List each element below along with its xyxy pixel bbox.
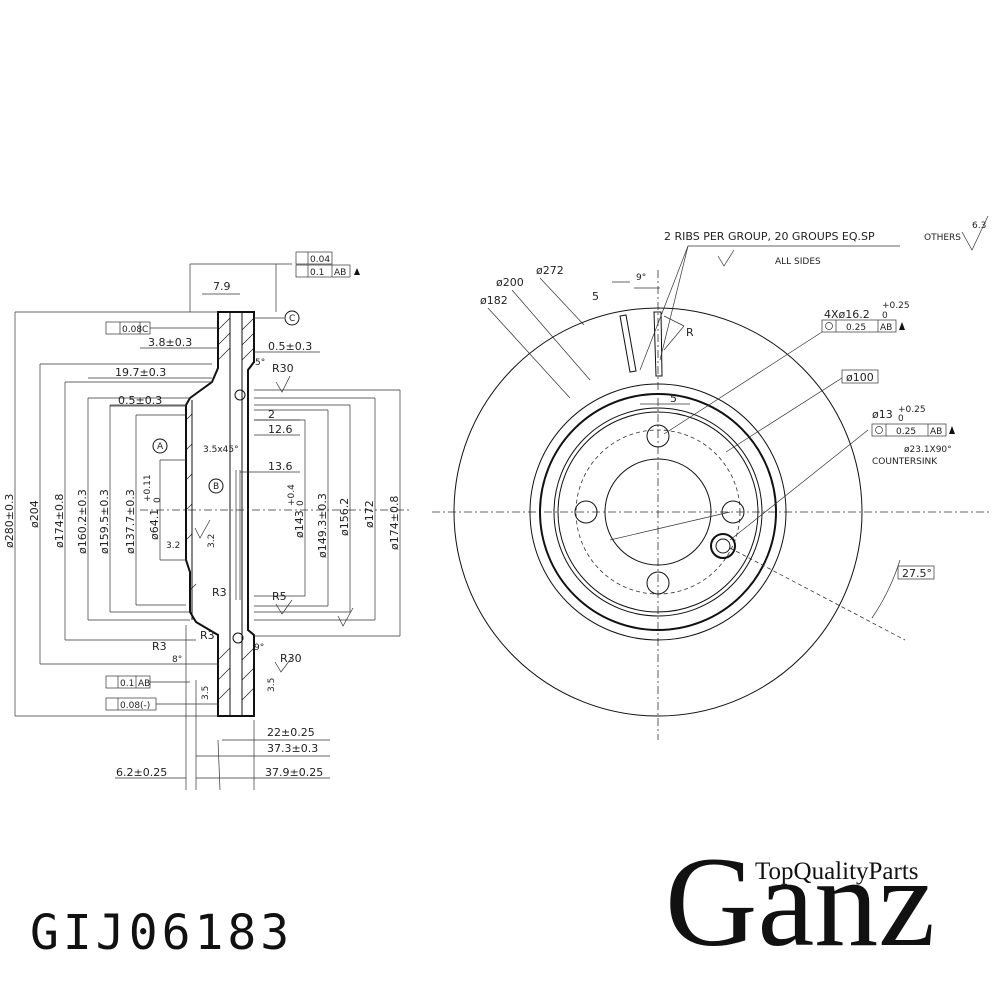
tol-frame-holes: 0.25 AB — [821, 319, 905, 333]
dim-d272: ø272 — [536, 264, 564, 277]
dim-r3a: R3 — [212, 586, 227, 599]
dim-d143-tol0: 0 — [296, 500, 306, 506]
dim-ang9-face: 9° — [636, 273, 646, 283]
tol-holes-ref: AB — [880, 323, 892, 333]
tol-runout-top: 0.1 — [310, 268, 324, 278]
tol-runout-top-ref: AB — [334, 268, 346, 278]
dim-w5b: 5 — [670, 392, 677, 405]
dim-d204: ø204 — [28, 500, 41, 528]
datum-c: C — [289, 314, 295, 324]
dim-r3b: R3 — [200, 629, 215, 642]
dim-d143-tol: +0.4 — [287, 484, 297, 506]
dim-w373: 37.3±0.3 — [267, 742, 318, 755]
face-view: 2 RIBS PER GROUP, 20 GROUPS EQ.SP ALL SI… — [432, 215, 990, 740]
note-all-sides: ALL SIDES — [775, 257, 821, 267]
tol-frame-top: 0.04 0.1 AB — [295, 251, 360, 278]
brand-logo: Ganz — [665, 831, 936, 973]
rough-35a: 3.5 — [201, 686, 211, 700]
tol-holes-pos: 0.25 — [846, 323, 866, 333]
dim-d182: ø182 — [480, 294, 508, 307]
dim-w79: 7.9 — [213, 280, 231, 293]
dim-ang275: 27.5° — [902, 567, 932, 580]
dim-w05b: 0.5±0.3 — [118, 394, 162, 407]
dim-w22: 22±0.25 — [267, 726, 315, 739]
tol-flat-bot: 0.08(-) — [120, 701, 150, 711]
tol-parallel-ref: C — [142, 325, 148, 335]
note-countersink: COUNTERSINK — [872, 457, 938, 467]
dim-d160: ø160.2±0.3 — [76, 489, 89, 554]
dim-holes: 4Xø16.2 — [824, 308, 870, 321]
dim-w126: 12.6 — [268, 423, 293, 436]
dim-d159: ø159.5±0.3 — [98, 489, 111, 554]
bolt-hole-right — [721, 500, 745, 524]
dim-r30a: R30 — [272, 362, 294, 375]
dim-w62: 6.2±0.25 — [116, 766, 167, 779]
dim-w38: 3.8±0.3 — [148, 336, 192, 349]
tol-runout-bot-ref: AB — [138, 679, 150, 689]
dim-d174-left: ø174±0.8 — [53, 494, 66, 548]
tol-hole13-pos: 0.25 — [896, 427, 916, 437]
rough-32b: 3.2 — [207, 534, 217, 548]
dim-d149: ø149.3±0.3 — [316, 493, 329, 558]
dim-w197: 19.7±0.3 — [115, 366, 166, 379]
dim-d100: ø100 — [846, 371, 874, 384]
note-others: OTHERS — [924, 233, 961, 243]
note-others-val: 6.3 — [972, 221, 986, 231]
dim-d280: ø280±0.3 — [3, 494, 16, 548]
dim-ang9: 9° — [254, 643, 264, 653]
tol-runout-bot: 0.1 — [120, 679, 134, 689]
dim-ch35: 3.5x45° — [203, 445, 239, 455]
dim-d174-right: ø174±0.8 — [388, 496, 401, 550]
dim-d64-tol0: 0 — [153, 497, 163, 503]
disc-outer-edge — [453, 307, 863, 717]
rough-32a: 3.2 — [166, 541, 180, 551]
tol-hole13-ref: AB — [930, 427, 942, 437]
dim-hole13-tol0: 0 — [898, 414, 904, 424]
note-countersink-dim: ø23.1X90° — [904, 445, 952, 455]
dim-w05a: 0.5±0.3 — [268, 340, 312, 353]
part-number: GIJ06183 — [30, 905, 294, 961]
dim-w2: 2 — [268, 408, 275, 421]
section-view: ø280±0.3 ø204 ø174±0.8 ø160.2±0.3 ø159.5… — [3, 251, 410, 791]
dim-d143: ø143 — [293, 510, 306, 538]
dim-r3c: R3 — [152, 640, 167, 653]
tol-frame-parallel: 0.08 C — [105, 321, 218, 335]
dim-r5: R5 — [272, 590, 287, 603]
brand-tagline: TopQualityParts — [755, 858, 919, 885]
dim-r: R — [686, 326, 694, 339]
dim-d64-tol: +0.11 — [143, 474, 153, 502]
tol-parallel: 0.08 — [122, 325, 142, 335]
bolt-hole-top — [646, 424, 670, 448]
dim-hole13-tol: +0.25 — [898, 405, 926, 415]
note-ribs: 2 RIBS PER GROUP, 20 GROUPS EQ.SP — [664, 230, 875, 243]
locating-hole — [710, 533, 736, 559]
rough-35b: 3.5 — [267, 678, 277, 692]
dim-w5a: 5 — [592, 290, 599, 303]
datum-b: B — [213, 482, 219, 492]
dim-holes-tol: +0.25 — [882, 301, 910, 311]
dim-holes-tol0: 0 — [882, 311, 888, 321]
tol-flat-top: 0.04 — [310, 255, 330, 265]
dim-d200: ø200 — [496, 276, 524, 289]
tol-frame-bottom: 0.1 AB 0.08(-) — [105, 675, 218, 711]
vent-ribs — [612, 281, 663, 377]
dim-hole13: ø13 — [872, 408, 893, 421]
dim-d64: ø64.1 — [148, 509, 161, 540]
dim-d137: ø137.7±0.3 — [124, 489, 137, 554]
section-hatch — [185, 317, 255, 701]
tol-frame-hole13: 0.25 AB — [871, 423, 955, 437]
bolt-hole-left — [574, 500, 598, 524]
dim-ang8: 8° — [172, 655, 182, 665]
dim-w136: 13.6 — [268, 460, 293, 473]
dim-d172: ø172 — [363, 500, 376, 528]
dim-ang5: 5° — [255, 358, 265, 368]
center-bore — [604, 458, 712, 566]
datum-a: A — [157, 442, 164, 452]
dim-w379: 37.9±0.25 — [265, 766, 323, 779]
dim-d156: ø156.2 — [338, 498, 351, 536]
bolt-hole-bottom — [646, 571, 670, 595]
